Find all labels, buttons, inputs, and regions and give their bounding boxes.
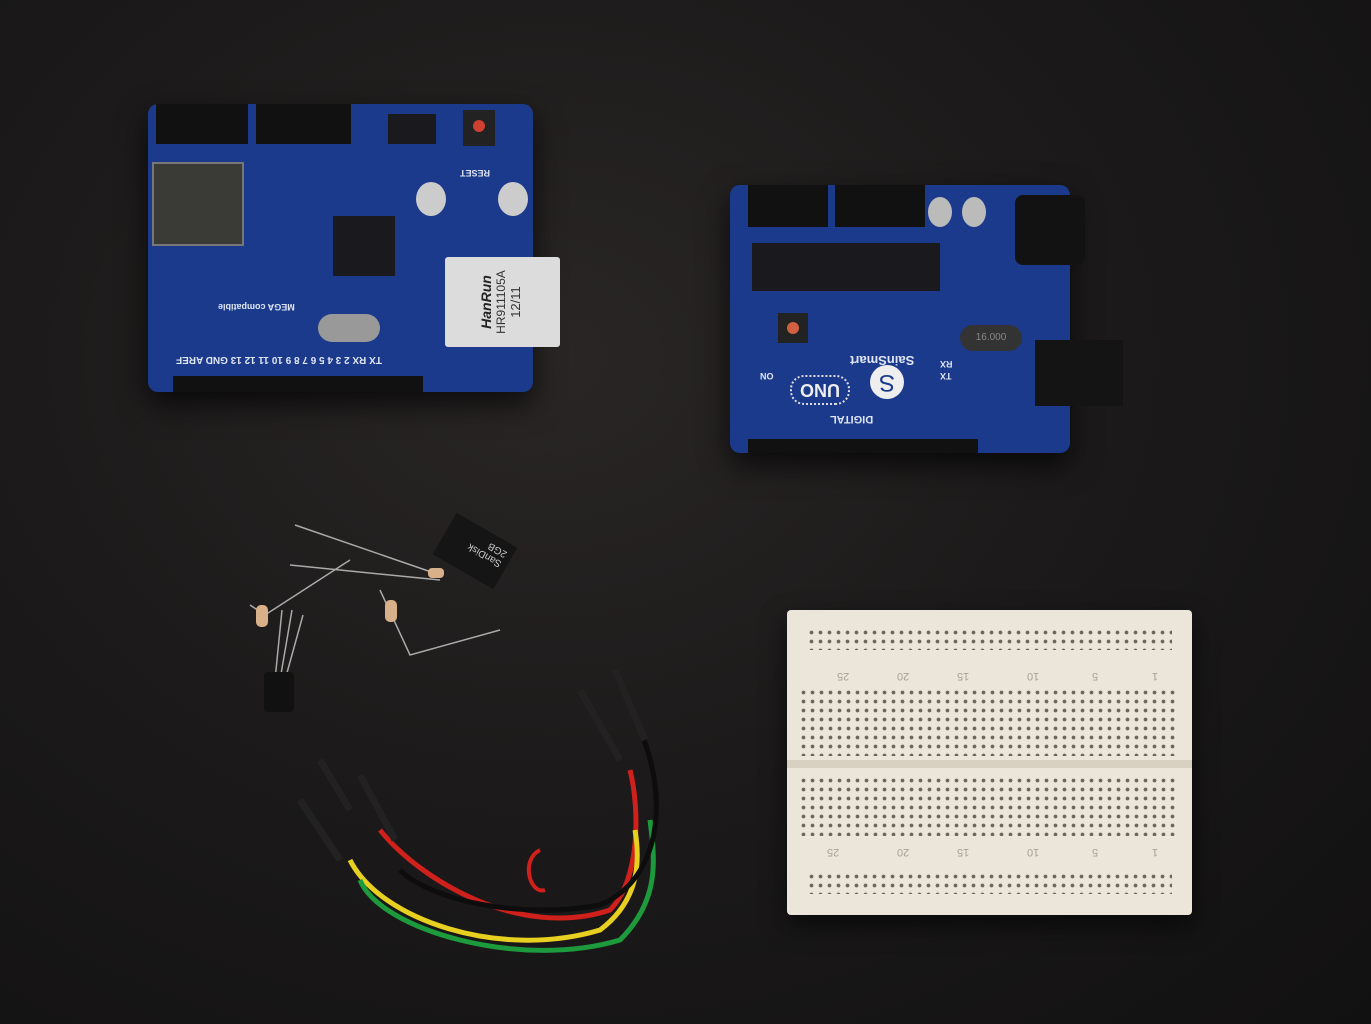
pin-header <box>748 185 828 227</box>
capacitor <box>498 182 528 216</box>
w5100-chip <box>333 216 395 276</box>
resistor-lead <box>289 564 441 581</box>
resistor-lead <box>294 524 441 576</box>
resistor-lead <box>379 589 501 656</box>
crystal-label: 16.000 <box>975 332 1007 343</box>
atmega-chip <box>752 243 940 291</box>
usb-jack <box>1035 340 1123 406</box>
eeprom-chip <box>388 114 436 144</box>
transistor-leads <box>274 609 304 681</box>
ethernet-jack: HanRun HR911105A 12/11 <box>445 257 560 347</box>
jumper-pin <box>356 773 399 842</box>
power-rail <box>807 872 1172 894</box>
terminal-strip <box>799 688 1179 756</box>
crystal <box>318 314 380 342</box>
wire-green <box>357 819 656 953</box>
crystal: 16.000 <box>960 325 1022 351</box>
capacitor <box>928 197 952 227</box>
power-jack <box>1015 195 1085 265</box>
pin-header <box>156 104 248 144</box>
resistor <box>256 605 268 627</box>
jumper-pin <box>316 758 354 812</box>
pin-header <box>256 104 351 144</box>
pin-header <box>835 185 925 227</box>
sd-card-slot <box>152 162 244 246</box>
reset-button <box>778 313 808 343</box>
wire-red-short <box>526 848 546 893</box>
ethernet-shield: RESET MEGA compatible TX RX 2 3 4 5 6 7 … <box>148 104 533 392</box>
transistor <box>264 672 294 712</box>
wire-yellow <box>347 829 640 943</box>
pin-header <box>748 439 978 453</box>
arduino-uno-board: 16.000 SainSmart S UNO DIGITAL TX RX ON <box>730 185 1070 453</box>
capacitor <box>962 197 986 227</box>
resistor <box>428 568 444 578</box>
jumper-pin <box>297 798 343 862</box>
power-rail <box>807 628 1172 650</box>
jumper-pin <box>576 688 624 762</box>
terminal-strip <box>799 776 1179 836</box>
jumper-pin <box>611 668 649 742</box>
center-channel <box>787 760 1192 768</box>
sainsmart-logo: S <box>870 365 904 399</box>
resistor <box>385 600 397 622</box>
wire-red <box>378 769 639 921</box>
reset-button <box>463 110 495 146</box>
pin-header <box>173 376 423 392</box>
capacitor <box>416 182 446 216</box>
breadboard[interactable]: 25 20 15 10 5 1 25 20 15 10 5 1 <box>787 610 1192 915</box>
wire-black <box>398 729 659 913</box>
